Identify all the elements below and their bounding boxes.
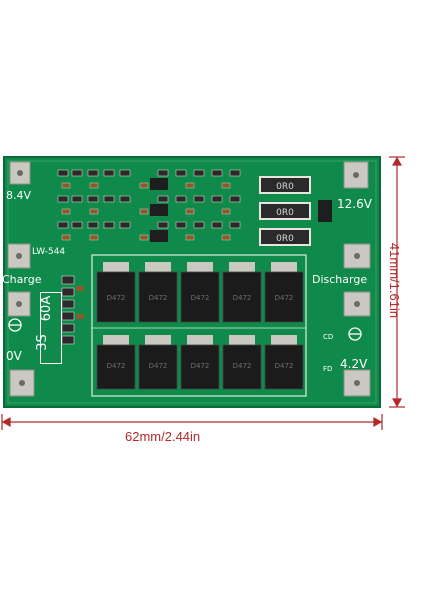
label-bottom-right-voltage: 4.2V <box>340 357 368 371</box>
label-charge: Charge <box>2 273 42 286</box>
shunt-marking: 0R0 <box>276 208 294 218</box>
mosfet-marking: D472 <box>233 294 252 302</box>
label-rating-cells: 3S <box>34 334 50 351</box>
label-top-left-voltage: 8.4V <box>6 189 32 202</box>
smd-components <box>57 169 332 242</box>
label-top-right-voltage: 12.6V <box>337 197 372 211</box>
label-model: LW-544 <box>32 247 66 257</box>
mosfet-marking: D472 <box>107 294 126 302</box>
label-discharge: Discharge <box>312 273 368 286</box>
label-bottom-left-voltage: 0V <box>6 349 22 363</box>
shunt-marking: 0R0 <box>276 182 294 192</box>
height-dimension-label: 41mm/1.61in <box>387 242 403 319</box>
label-fd: FD <box>323 365 333 373</box>
mosfet-marking: D472 <box>275 294 294 302</box>
height-dimension <box>389 156 405 408</box>
mosfet-marking: D472 <box>149 294 168 302</box>
rating-box <box>40 292 62 364</box>
mosfet-marking: D472 <box>191 294 210 302</box>
label-rating-current: 60A <box>39 295 55 322</box>
mosfet-marking: D472 <box>233 362 252 370</box>
shunt-resistors <box>259 176 311 246</box>
mosfet-area-outline <box>91 254 307 397</box>
mosfet-marking: D472 <box>149 362 168 370</box>
pad-holes <box>16 170 360 386</box>
width-dimension-label: 62mm/2.44in <box>125 429 201 444</box>
left-small-parts <box>61 275 84 345</box>
mosfet-marking: D472 <box>275 362 294 370</box>
pcb-inner-outline <box>7 160 377 404</box>
mosfet-array <box>96 262 304 390</box>
terminal-symbols <box>8 318 362 341</box>
shunt-marking: 0R0 <box>276 234 294 244</box>
mosfet-marking: D472 <box>107 362 126 370</box>
label-cd: CD <box>323 333 334 341</box>
width-dimension <box>1 414 383 430</box>
mosfet-marking: D472 <box>191 362 210 370</box>
